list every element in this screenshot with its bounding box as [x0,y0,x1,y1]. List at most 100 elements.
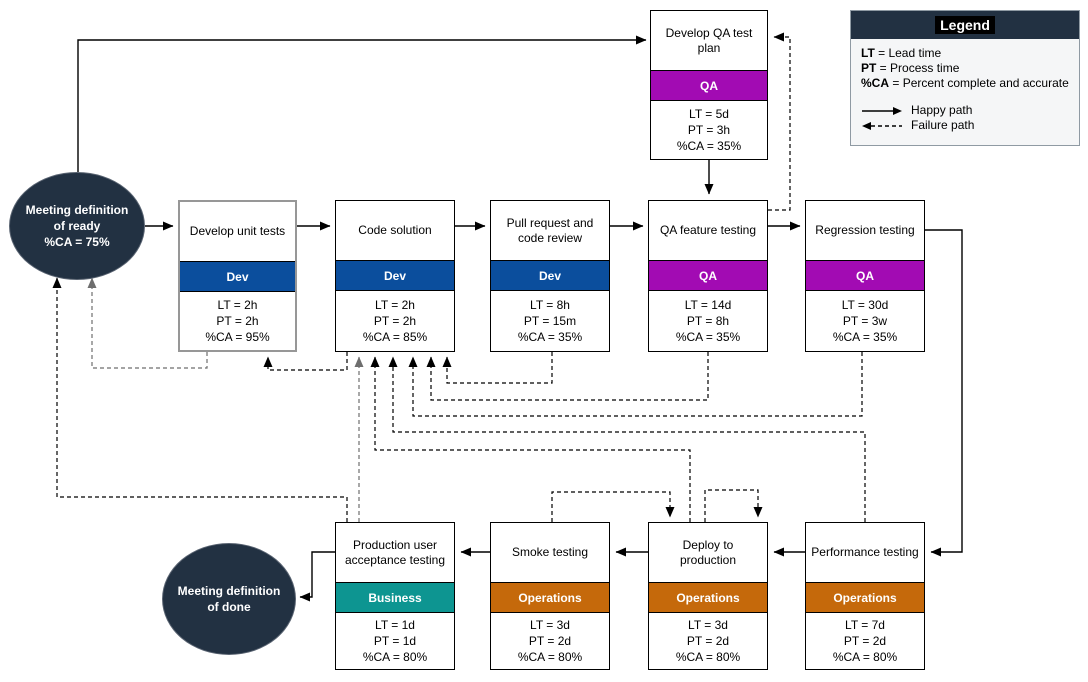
team-band: Operations [806,582,924,613]
percent-complete-accurate: %CA = 80% [832,650,898,664]
process-time: PT = 8h [686,314,730,328]
failure-path-qa-feature-to-qa-test-plan [768,32,791,211]
process-time: PT = 3w [842,314,888,328]
terminal-text-line: Meeting definition [177,584,281,598]
process-title: Regression testing [815,223,915,237]
team-label: Dev [226,269,249,284]
legend-body: LT = Lead time PT = Process time %CA = P… [851,39,1079,133]
legend-entry-pt: PT = Process time [861,61,1069,76]
process-time: PT = 2d [528,634,572,648]
failure-path-deploy-retry-loop [704,489,763,522]
process-metrics: LT = 8h PT = 15m %CA = 35% [491,291,609,351]
legend: Legend LT = Lead time PT = Process time … [850,10,1080,146]
failure-path-pull-request-to-code-solution [442,352,553,384]
legend-entry-lt: LT = Lead time [861,46,1069,61]
lead-time: LT = 7d [845,618,885,632]
process-time: PT = 2d [843,634,887,648]
process-code-solution: Code solution Dev LT = 2h PT = 2h %CA = … [335,200,455,352]
team-label: Operations [833,590,897,605]
failure-path-smoke-to-deploy [551,491,675,522]
terminal-text-line: Meeting definition [25,203,129,217]
terminal-meeting-definition-of-ready: Meeting definition of ready %CA = 75% [9,172,145,280]
legend-entry-ca: %CA = Percent complete and accurate [861,76,1069,91]
process-title: Pull request and code review [506,215,594,245]
legend-failure-path-row: Failure path [861,118,1069,133]
team-label: Dev [538,268,561,283]
process-time: PT = 2d [686,634,730,648]
team-band: Operations [491,582,609,613]
process-time: PT = 2h [373,314,417,328]
team-band: Operations [649,582,767,613]
legend-definition: = Lead time [874,46,942,60]
legend-title: Legend [935,16,995,34]
legend-term: %CA [861,76,890,90]
team-band: QA [649,260,767,291]
process-time: PT = 15m [523,314,577,328]
percent-complete-accurate: %CA = 80% [362,650,428,664]
process-metrics: LT = 3d PT = 2d %CA = 80% [649,613,767,669]
process-regression-testing: Regression testing QA LT = 30d PT = 3w %… [805,200,925,352]
process-title: Smoke testing [511,545,589,559]
team-band: Dev [336,260,454,291]
process-smoke-testing: Smoke testing Operations LT = 3d PT = 2d… [490,522,610,670]
legend-definition: = Percent complete and accurate [889,76,1069,90]
process-title: QA feature testing [659,223,757,237]
process-title: Develop unit tests [189,224,286,238]
happy-path-regression-to-performance-testing [925,229,963,557]
percent-complete-accurate: %CA = 35% [832,330,898,344]
happy-path-uat-to-done [299,551,335,602]
team-label: QA [699,268,717,283]
process-production-user-acceptance-testing: Production user acceptance testing Busin… [335,522,455,670]
process-time: PT = 2h [216,314,259,328]
terminal-text-line: of ready [53,219,101,233]
team-label: QA [856,268,874,283]
process-metrics: LT = 14d PT = 8h %CA = 35% [649,291,767,351]
legend-term: PT [861,61,877,75]
process-title: Develop QA test plan [665,25,753,55]
team-band: QA [806,260,924,291]
lead-time: LT = 3d [530,618,570,632]
lead-time: LT = 5d [689,107,729,121]
team-band: QA [651,70,767,101]
process-performance-testing: Performance testing Operations LT = 7d P… [805,522,925,670]
process-metrics: LT = 7d PT = 2d %CA = 80% [806,613,924,669]
lead-time: LT = 14d [684,298,732,312]
legend-path-label: Happy path [911,103,973,117]
lead-time: LT = 2h [217,298,258,312]
process-metrics: LT = 30d PT = 3w %CA = 35% [806,291,924,351]
team-label: QA [700,78,718,93]
happy-path-ready-to-develop-qa-test-plan [77,35,647,172]
team-label: Dev [383,268,406,283]
process-metrics: LT = 3d PT = 2d %CA = 80% [491,613,609,669]
percent-complete-accurate: %CA = 80% [675,650,741,664]
team-band: Dev [180,261,295,292]
terminal-text-line: of done [207,600,251,614]
lead-time: LT = 2h [375,298,415,312]
process-metrics: LT = 2h PT = 2h %CA = 85% [336,291,454,351]
percent-complete-accurate: %CA = 35% [517,330,583,344]
legend-definition: = Process time [876,61,960,75]
legend-header: Legend [851,11,1079,39]
failure-path-qa-feature-to-code-solution [426,352,709,401]
process-pull-request-and-code-review: Pull request and code review Dev LT = 8h… [490,200,610,352]
legend-path-label: Failure path [911,118,975,132]
lead-time: LT = 1d [375,618,415,632]
process-metrics: LT = 1d PT = 1d %CA = 80% [336,613,454,669]
lead-time: LT = 8h [530,298,570,312]
lead-time: LT = 3d [688,618,728,632]
team-label: Business [368,590,422,605]
failure-path-performance-to-code-solution [388,356,866,522]
legend-term: LT [861,46,875,60]
happy-path-icon [862,106,902,115]
percent-complete-accurate: %CA = 80% [517,650,583,664]
lead-time: LT = 30d [841,298,889,312]
process-qa-feature-testing: QA feature testing QA LT = 14d PT = 8h %… [648,200,768,352]
failure-path-icon [862,121,902,130]
process-title: Performance testing [811,545,919,559]
process-title: Code solution [358,223,432,237]
terminal-ca-value: %CA = 75% [44,235,110,249]
process-metrics: LT = 5d PT = 3h %CA = 35% [651,101,767,159]
failure-path-deploy-to-code-solution [370,356,691,522]
percent-complete-accurate: %CA = 35% [676,139,742,153]
